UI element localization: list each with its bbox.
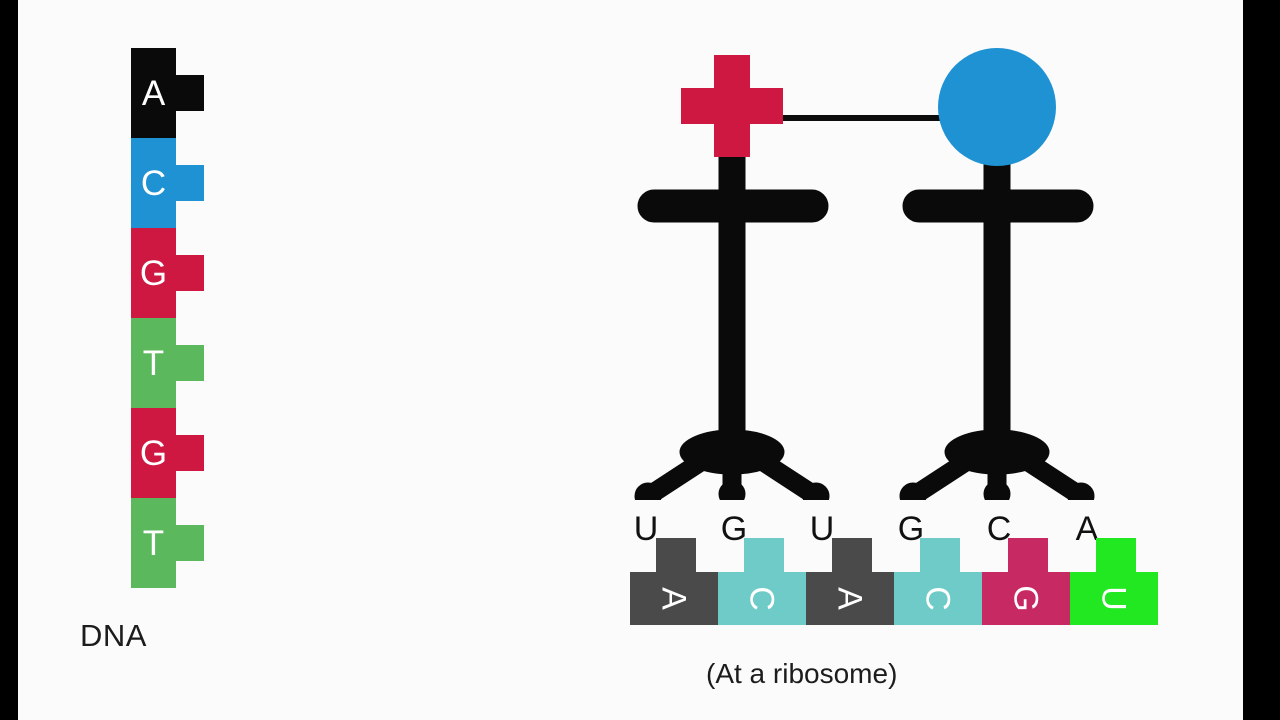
mrna-base-letter: A — [831, 587, 869, 610]
dna-base-tab — [176, 345, 204, 381]
trna-crossbar — [902, 189, 1094, 223]
dna-label: DNA — [80, 618, 147, 653]
trna-anticodon-letter: A — [1075, 510, 1099, 548]
trna-anticodon-letter: C — [986, 510, 1012, 548]
trna-leg-left — [905, 438, 997, 500]
ribosome-label: (At a ribosome) — [706, 658, 898, 689]
trna-leg-knob-left — [899, 482, 927, 500]
dna-strand: A C G T G T — [131, 48, 226, 588]
trna-leg-right — [732, 438, 824, 500]
dna-base-body — [131, 138, 176, 228]
mrna-base-block: A — [630, 538, 718, 625]
dna-base-tab — [176, 525, 204, 561]
dna-base-block: A — [131, 48, 204, 138]
trna-stem — [718, 117, 746, 459]
dna-base-block: C — [131, 138, 204, 228]
trna-anticodon-letter: G — [720, 510, 748, 548]
dna-base-tab — [176, 255, 204, 291]
dna-base-block: T — [131, 498, 204, 588]
mrna-base-tab — [920, 538, 960, 573]
mrna-base-tab — [832, 538, 872, 573]
dna-base-letter: G — [139, 253, 168, 293]
amino-acid-arm-vertical — [714, 55, 750, 157]
dna-base-letter: T — [142, 523, 165, 563]
trna-crossbar — [637, 189, 829, 223]
diagram-canvas: A C G T G T DNA U G U G C A A C A C G U (At a ribosome) — [18, 0, 1243, 720]
trna-leg-knob-right — [1067, 482, 1095, 500]
trna-anticodon-letter: G — [897, 510, 925, 548]
dna-base-block: T — [131, 318, 204, 408]
dna-base-body — [131, 48, 176, 138]
dna-base-tab — [176, 75, 204, 111]
dna-base-body — [131, 228, 176, 318]
peptide-bond — [763, 115, 943, 121]
dna-base-letter: C — [140, 163, 167, 203]
trna-leg-left — [640, 438, 732, 500]
trna-body — [634, 117, 830, 500]
mrna-base-tab — [744, 538, 784, 573]
mrna-base-letter: G — [1007, 585, 1045, 612]
mrna-base-block: A — [806, 538, 894, 625]
dna-base-body — [131, 408, 176, 498]
mrna-base-tab — [1096, 538, 1136, 573]
mrna-base-tab — [656, 538, 696, 573]
mrna-base-letter: C — [743, 586, 781, 611]
dna-base-body — [131, 318, 176, 408]
dna-base-letter: G — [139, 433, 168, 473]
dna-base-block: G — [131, 228, 204, 318]
mrna-base-letter: U — [1095, 586, 1133, 611]
trna-anticodon-letter: U — [633, 510, 659, 548]
letterbox-bar-left — [0, 0, 18, 720]
trna-leg-knob-left — [634, 482, 662, 500]
dna-base-block: G — [131, 408, 204, 498]
amino-acid-circle — [938, 48, 1056, 166]
dna-base-tab — [176, 435, 204, 471]
trna-stem — [983, 117, 1011, 459]
mrna-base-block: G — [982, 538, 1070, 625]
mrna-base-letter: C — [919, 586, 957, 611]
dna-base-letter: T — [142, 343, 165, 383]
letterbox-bar-right — [1243, 0, 1280, 720]
ribosome-scene: U G U G C A — [598, 40, 1198, 700]
dna-base-letter: A — [141, 73, 166, 113]
trna-body — [899, 117, 1095, 500]
trna-anticodon-letter: U — [809, 510, 835, 548]
dna-base-tab — [176, 165, 204, 201]
mrna-base-tab — [1008, 538, 1048, 573]
mrna-base-block: U — [1070, 538, 1158, 625]
dna-base-body — [131, 498, 176, 588]
amino-acid-cross — [681, 55, 783, 157]
trna-leg-knob-middle — [718, 480, 746, 500]
trna-leg-knob-right — [802, 482, 830, 500]
mrna-base-block: C — [718, 538, 806, 625]
mrna-base-letter: A — [655, 587, 693, 610]
mrna-base-block: C — [894, 538, 982, 625]
trna-leg-knob-middle — [983, 480, 1011, 500]
trna-leg-right — [997, 438, 1089, 500]
